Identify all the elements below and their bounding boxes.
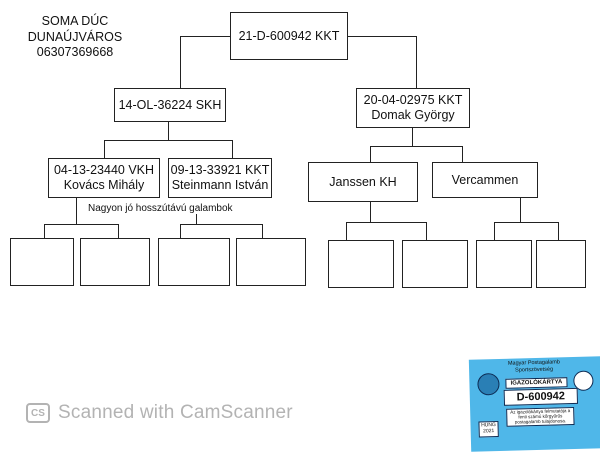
- dam-sire-box: Janssen KH: [308, 162, 418, 202]
- dam-breeder: Domak György: [371, 108, 455, 122]
- connector: [462, 146, 463, 162]
- connector: [180, 224, 262, 225]
- dam-ring: 20-04-02975 KKT: [363, 93, 463, 107]
- sire-box: 14-OL-36224 SKH: [114, 88, 226, 122]
- connector: [232, 140, 233, 158]
- connector: [494, 222, 495, 240]
- empty-box: [402, 240, 468, 288]
- card-number: D-600942: [503, 387, 579, 406]
- empty-box: [158, 238, 230, 286]
- owner-info: SOMA DÚC DUNAÚJVÁROS 06307369668: [15, 14, 135, 61]
- connector: [168, 122, 169, 140]
- owner-name: SOMA DÚC: [41, 14, 109, 28]
- dam-dam-box: Vercammen: [432, 162, 538, 198]
- connector: [412, 128, 413, 146]
- card-country-year: HUNG 2021: [478, 420, 499, 438]
- camscanner-text: Scanned with CamScanner: [58, 402, 293, 423]
- dam-dam-name: Vercammen: [451, 172, 519, 187]
- connector: [370, 146, 371, 162]
- connector: [44, 224, 45, 238]
- connector: [520, 198, 521, 222]
- connector: [196, 214, 197, 224]
- connector: [76, 198, 77, 224]
- card-title: Magyar Postagalamb Sportszövetség: [507, 359, 560, 374]
- empty-box: [536, 240, 586, 288]
- camscanner-logo-icon: CS: [26, 403, 50, 423]
- owner-phone: 06307369668: [36, 45, 114, 59]
- connector: [44, 224, 118, 225]
- connector: [558, 222, 559, 240]
- empty-box: [476, 240, 532, 288]
- connector: [346, 222, 426, 223]
- id-card: Magyar Postagalamb Sportszövetség IGAZOL…: [468, 356, 600, 452]
- connector: [370, 202, 371, 222]
- card-small-text: Az igazolókártya felmutatója a fenti szá…: [506, 407, 575, 427]
- connector: [180, 224, 181, 238]
- empty-box: [80, 238, 150, 286]
- card-label: IGAZOLÓKÁRTYA: [505, 377, 568, 389]
- empty-box: [236, 238, 306, 286]
- sire-dam-ring: 09-13-33921 KKT: [170, 163, 270, 177]
- sire-sire-box: 04-13-23440 VKH Kovács Mihály: [48, 158, 160, 198]
- connector: [426, 222, 427, 240]
- connector: [180, 36, 181, 88]
- note-text: Nagyon jó hosszútávú galambok: [88, 203, 233, 214]
- empty-box: [10, 238, 74, 286]
- owner-city: DUNAÚJVÁROS: [27, 29, 123, 44]
- sire-sire-breeder: Kovács Mihály: [63, 178, 145, 192]
- connector: [118, 224, 119, 238]
- sire-dam-breeder: Steinmann István: [171, 178, 269, 192]
- federation-emblem-icon: [477, 372, 500, 396]
- sire-ring: 14-OL-36224 SKH: [118, 97, 222, 112]
- connector: [262, 224, 263, 238]
- connector: [346, 222, 347, 240]
- empty-box: [328, 240, 394, 288]
- sire-sire-ring: 04-13-23440 VKH: [53, 163, 155, 177]
- connector: [416, 36, 417, 88]
- connector: [180, 36, 230, 37]
- connector: [104, 140, 105, 158]
- sire-dam-box: 09-13-33921 KKT Steinmann István: [168, 158, 272, 198]
- connector: [348, 36, 416, 37]
- subject-box: 21-D-600942 KKT: [230, 12, 348, 60]
- subject-ring: 21-D-600942 KKT: [238, 28, 340, 43]
- card-year: 2021: [483, 428, 495, 435]
- connector: [104, 140, 232, 141]
- dam-sire-name: Janssen KH: [329, 174, 397, 189]
- connector: [370, 146, 462, 147]
- connector: [494, 222, 558, 223]
- camscanner-watermark: CS Scanned with CamScanner: [26, 402, 293, 424]
- dam-box: 20-04-02975 KKT Domak György: [356, 88, 470, 128]
